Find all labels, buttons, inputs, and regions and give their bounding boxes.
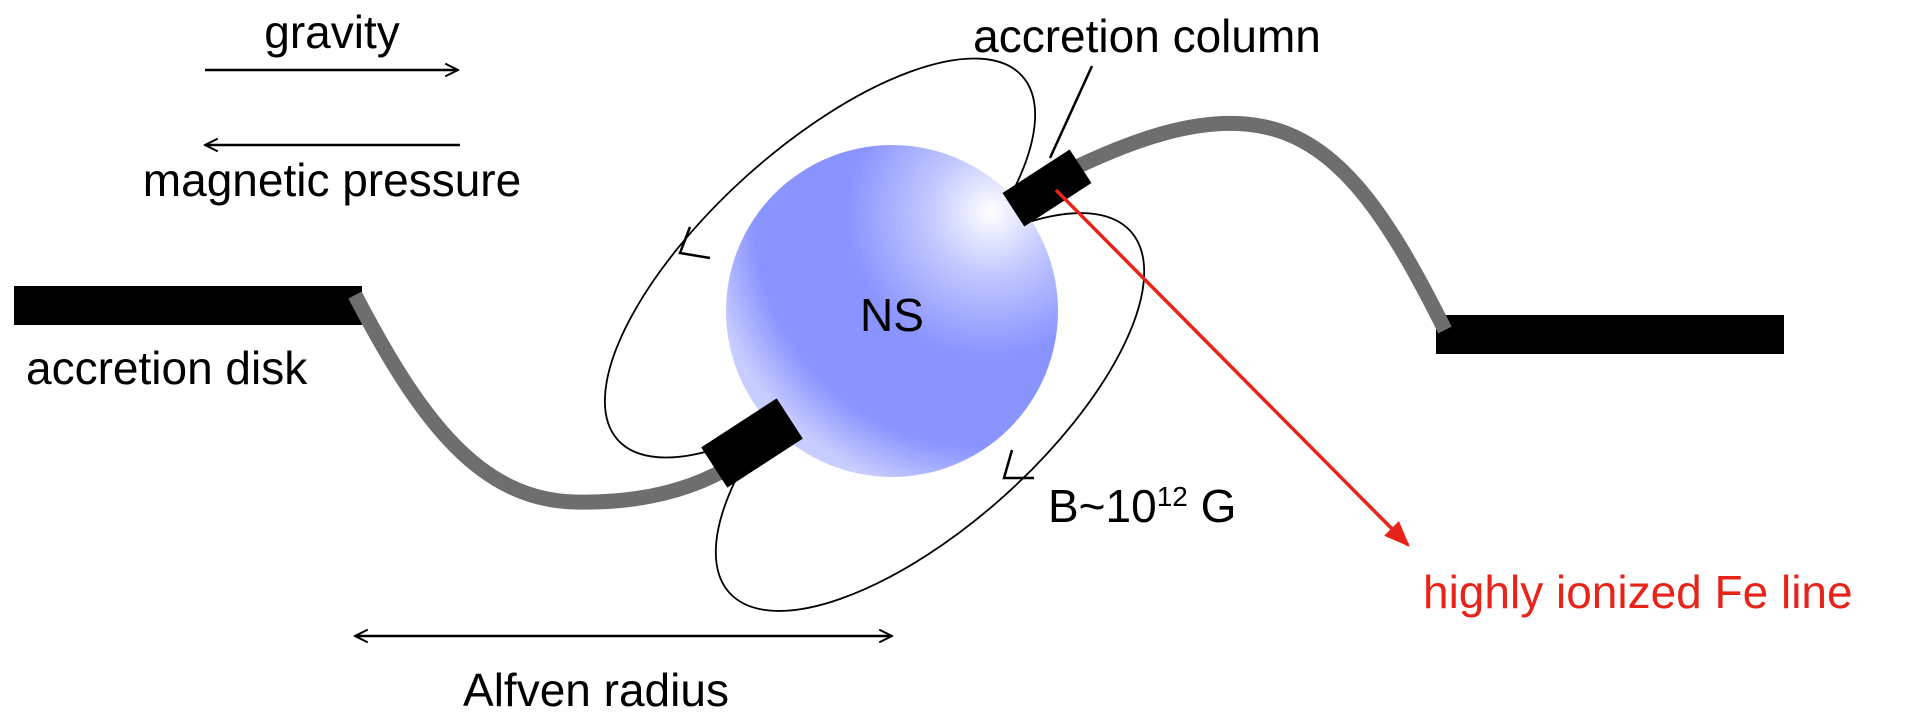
field-strength-label: B~1012 G (1048, 480, 1236, 532)
field-direction-arrow-lower (1002, 449, 1034, 480)
accretion-disk-left (14, 286, 362, 325)
field-exponent: 12 (1157, 481, 1188, 512)
accretion-column-lower (701, 398, 803, 488)
field-prefix: B~10 (1048, 480, 1157, 532)
accretion-disk-right (1436, 315, 1784, 354)
fe-line-label: highly ionized Fe line (1423, 566, 1853, 618)
neutron-star (726, 145, 1058, 477)
accretion-flow-right (1054, 115, 1452, 334)
ns-label: NS (860, 289, 924, 341)
field-direction-arrow-upper (678, 226, 711, 260)
fe-line-emission-arrow (1054, 188, 1410, 547)
magnetic-pressure-label: magnetic pressure (143, 154, 521, 206)
accretion-column-upper (1002, 149, 1092, 227)
accretion-flow-left (348, 291, 743, 510)
accretion-disk-label: accretion disk (26, 342, 308, 394)
gravity-label: gravity (264, 6, 399, 58)
field-unit: G (1188, 480, 1237, 532)
accretion-column-label: accretion column (973, 10, 1321, 62)
accretion-column-pointer (1048, 65, 1094, 159)
alfven-radius-label: Alfven radius (463, 664, 729, 713)
